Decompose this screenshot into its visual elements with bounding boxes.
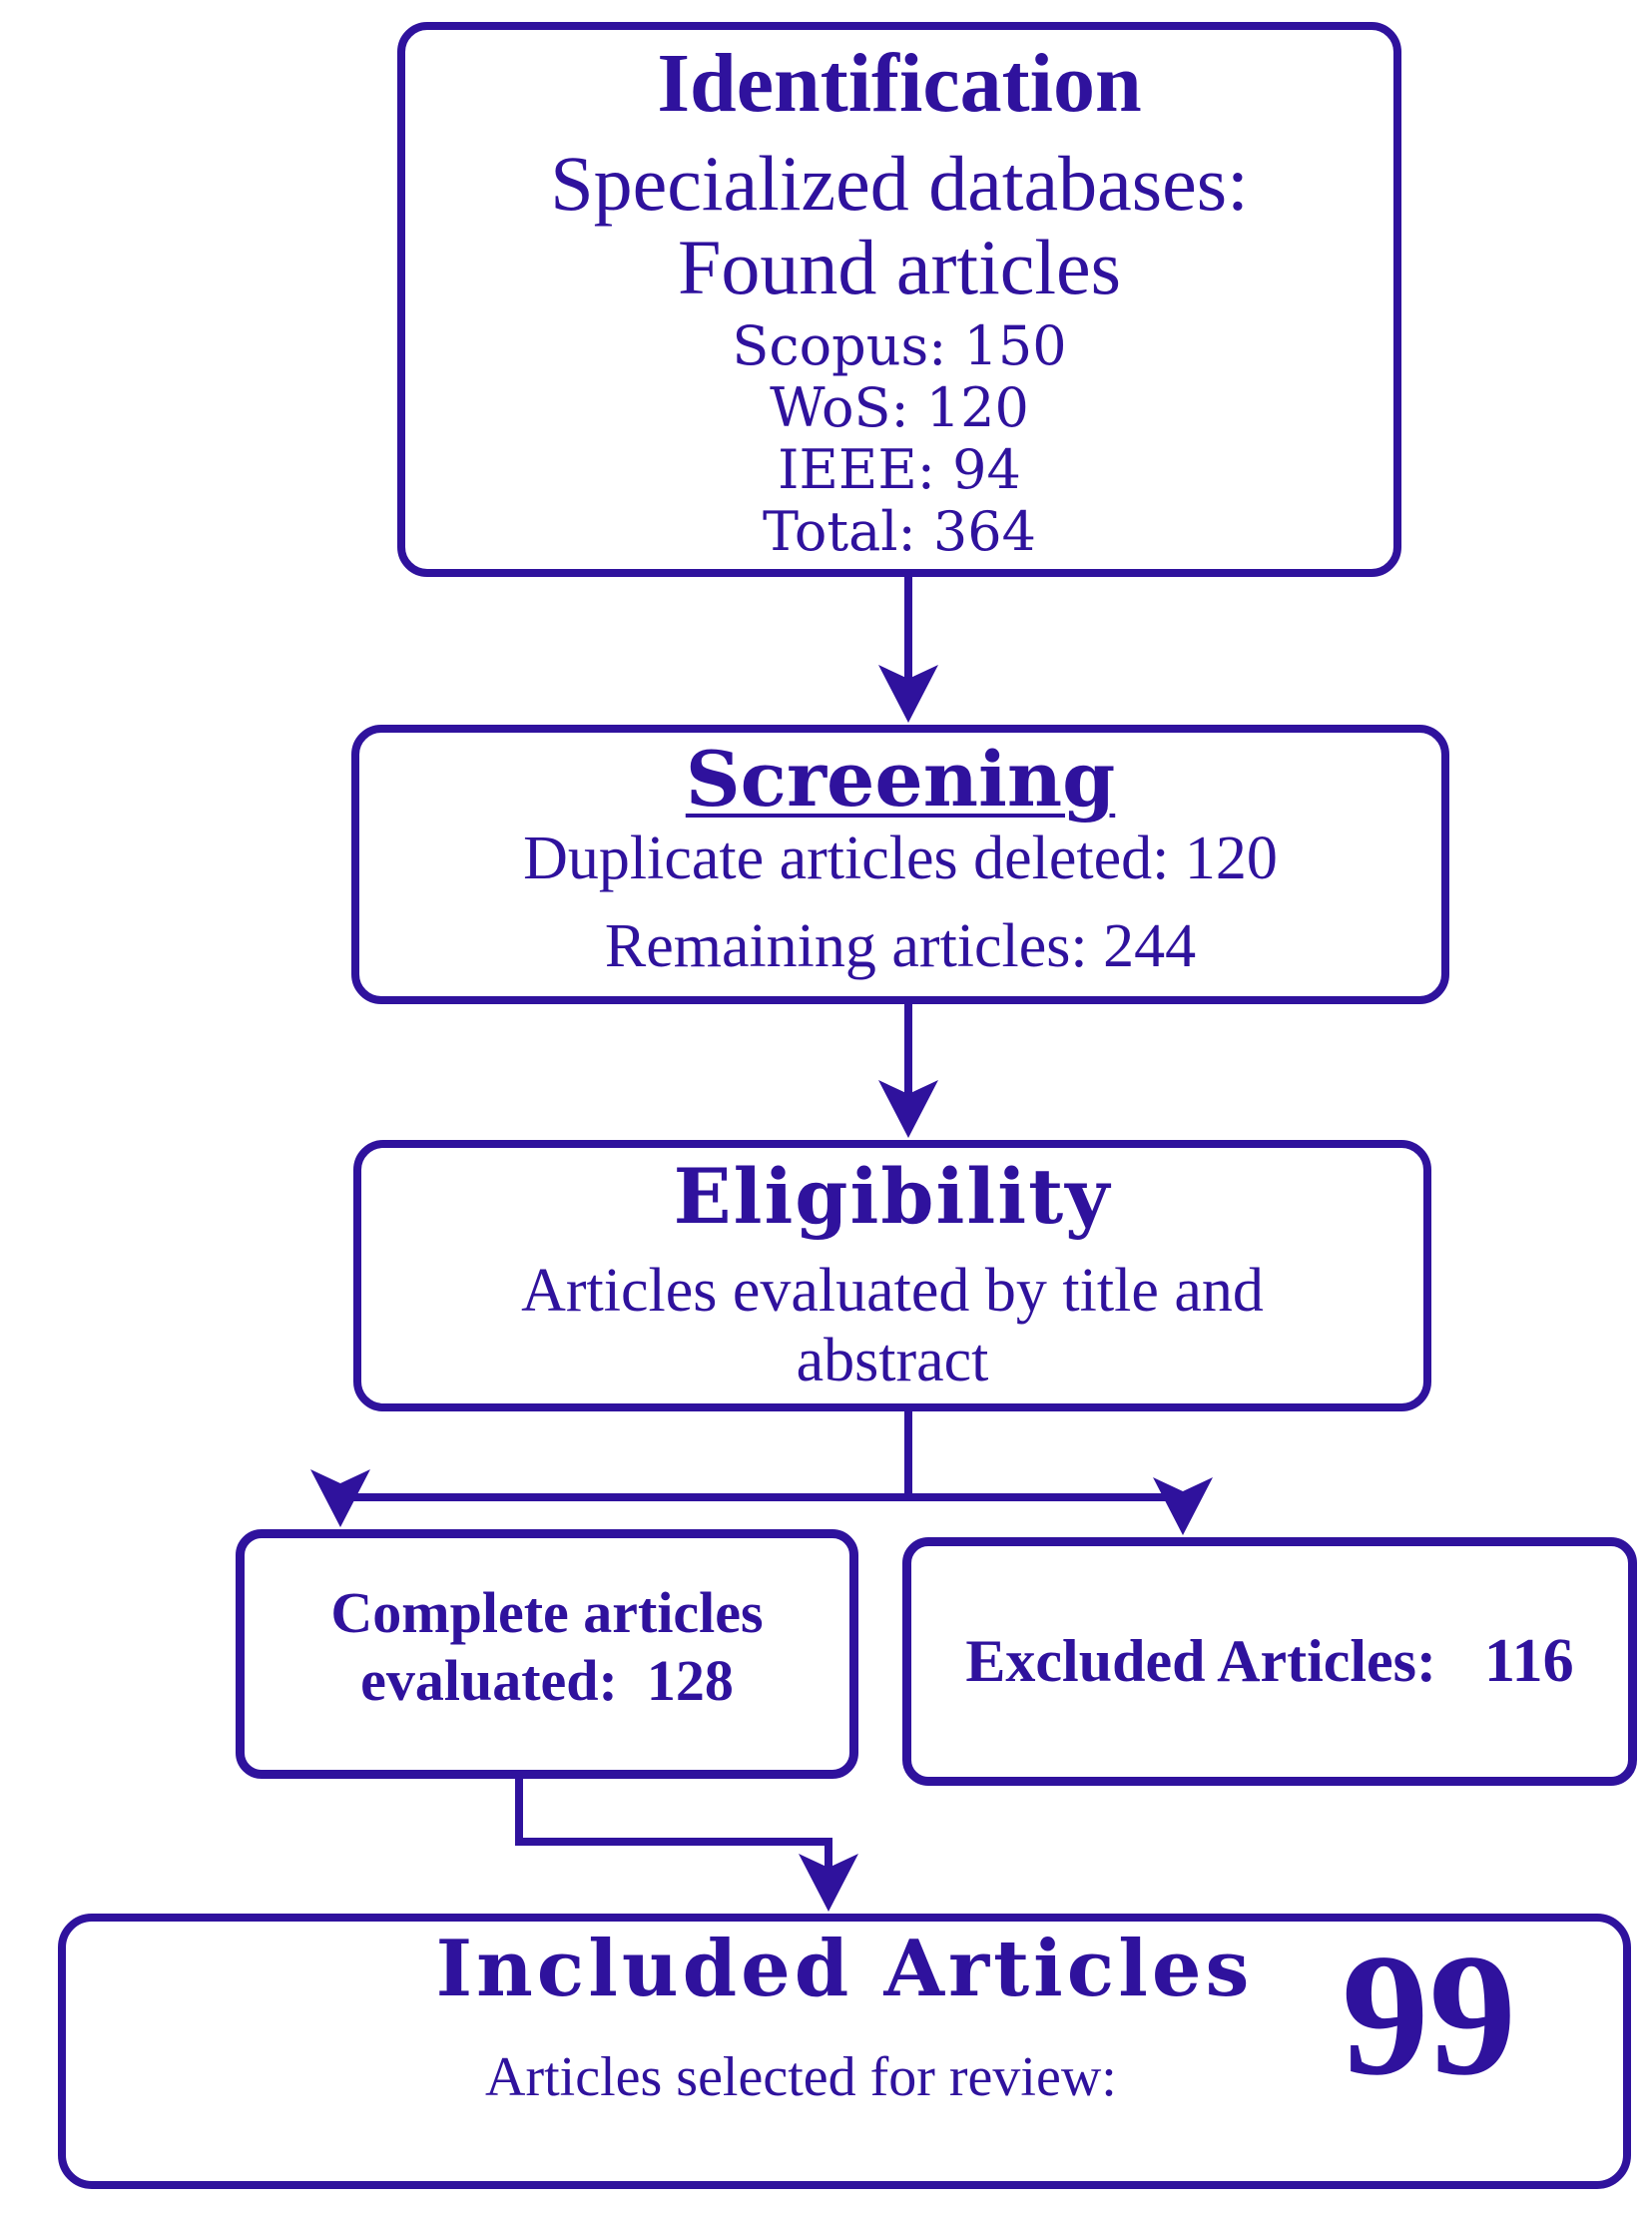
included-articles-count: 99 bbox=[1342, 1918, 1516, 2111]
identification-subtitle-line: Found articles bbox=[677, 224, 1122, 310]
eligibility-title: Eligibility bbox=[673, 1152, 1112, 1241]
count-scopus: Scopus: 150 bbox=[732, 314, 1067, 377]
screening-line: Duplicate articles deleted: 120 bbox=[523, 825, 1278, 892]
included-articles-box: Included Articles Articles selected for … bbox=[58, 1914, 1631, 2189]
arrow-screening-to-eligibility bbox=[878, 1004, 938, 1138]
split-arrow-eligibility bbox=[310, 1411, 1213, 1535]
eligibility-line: Articles evaluated by title and bbox=[521, 1257, 1264, 1325]
arrowhead-down-icon bbox=[878, 1080, 938, 1138]
identification-box: Identification Specialized databases: Fo… bbox=[397, 22, 1401, 577]
count-wos: WoS: 120 bbox=[770, 376, 1029, 439]
excluded-articles-box: Excluded Articles: 116 bbox=[902, 1537, 1637, 1786]
screening-box: Screening Duplicate articles deleted: 12… bbox=[351, 725, 1449, 1004]
arrowhead-down-icon bbox=[310, 1469, 370, 1527]
screening-title: Screening bbox=[685, 735, 1116, 824]
included-articles-label: Articles selected for review: bbox=[485, 2046, 1117, 2108]
arrow-complete-to-included bbox=[515, 1779, 858, 1912]
arrowhead-down-icon bbox=[878, 665, 938, 723]
complete-articles-count: evaluated: 128 bbox=[360, 1648, 734, 1713]
eligibility-line: abstract bbox=[796, 1327, 989, 1394]
complete-articles-line: Complete articles bbox=[330, 1580, 764, 1645]
arrow-identification-to-screening bbox=[878, 577, 938, 723]
arrowhead-down-icon bbox=[799, 1854, 858, 1912]
excluded-articles-label: Excluded Articles: bbox=[965, 1628, 1437, 1694]
complete-articles-box: Complete articles evaluated: 128 bbox=[236, 1529, 858, 1779]
identification-subtitle-line: Specialized databases: bbox=[550, 140, 1249, 227]
arrowhead-down-icon bbox=[1153, 1477, 1213, 1535]
included-articles-title: Included Articles bbox=[435, 1924, 1254, 2014]
excluded-articles-count: 116 bbox=[1484, 1627, 1574, 1695]
count-ieee: IEEE: 94 bbox=[778, 438, 1021, 501]
count-total: Total: 364 bbox=[763, 500, 1036, 563]
eligibility-box: Eligibility Articles evaluated by title … bbox=[353, 1140, 1431, 1411]
identification-title: Identification bbox=[657, 37, 1142, 130]
screening-line: Remaining articles: 244 bbox=[604, 912, 1197, 980]
